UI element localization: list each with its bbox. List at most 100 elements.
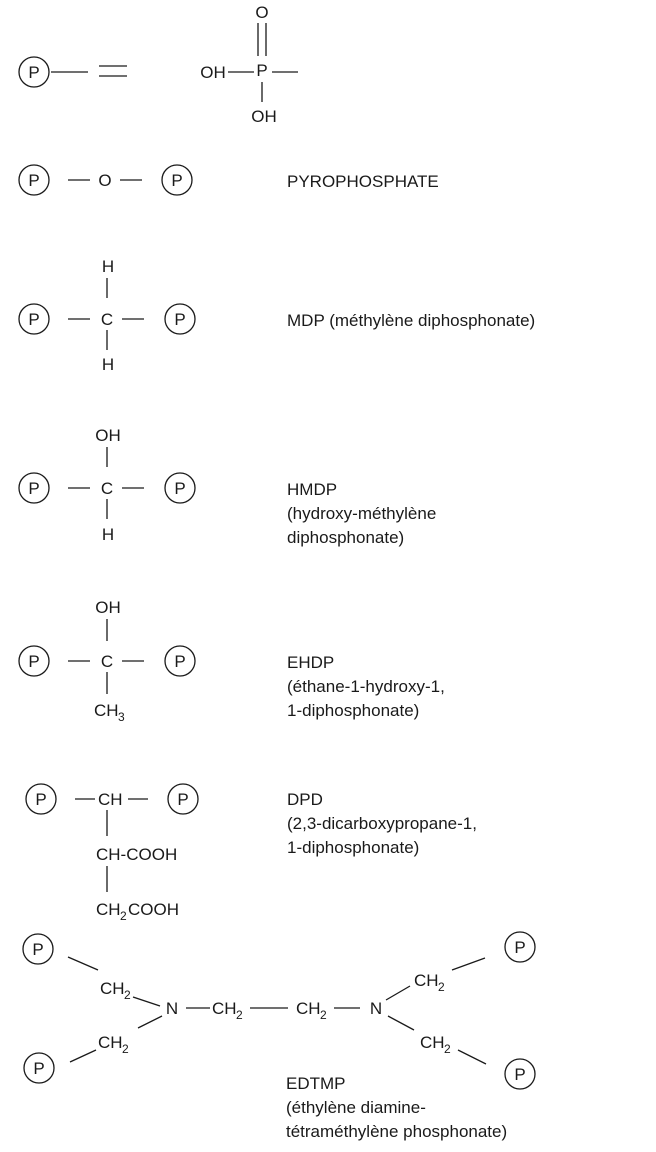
methylene-group: CH 2 [100,979,131,1002]
compound-description: (2,3-dicarboxypropane-1, [287,814,477,833]
svg-text:2: 2 [236,1008,243,1022]
methylene-group: CH 2 [98,1033,129,1056]
p-circle: P [164,472,196,504]
atom-carbon: C [101,310,113,329]
bond [137,1015,163,1029]
row-dpd: P CH P CH-COOH CH 2 COOH DPD (2,3-dicarb… [25,783,477,923]
methylene-group: CH 2 [296,999,327,1022]
p-circle: P [22,933,54,965]
atom-hydrogen: H [102,525,114,544]
p-circle: P [18,472,50,504]
p-circle: P [18,645,50,677]
p-circle: P [18,303,50,335]
svg-text:2: 2 [320,1008,327,1022]
p-circle: P [18,56,50,88]
compound-name: MDP (méthylène diphosphonate) [287,311,535,330]
compound-name: PYROPHOSPHATE [287,172,439,191]
row-mdp: H P C P H MDP (méthylène diphosphonate) [18,257,535,374]
svg-text:P: P [35,790,46,809]
svg-text:2: 2 [122,1042,129,1056]
methyl-group: CH 3 [94,701,125,724]
p-circle: P [161,164,193,196]
svg-text:CH: CH [296,999,321,1018]
bond [387,1015,415,1031]
atom-hydrogen: H [102,257,114,276]
atom-hydroxyl: OH [251,107,277,126]
bond [451,957,486,971]
svg-text:P: P [177,790,188,809]
carboxy-group: CH-COOH [96,845,177,864]
svg-text:P: P [28,63,39,82]
compound-name: HMDP [287,480,337,499]
svg-text:CH: CH [98,1033,123,1052]
compound-description: (hydroxy-méthylène [287,504,436,523]
svg-text:P: P [174,479,185,498]
svg-text:P: P [33,1059,44,1078]
row-edtmp: P CH 2 N CH 2 CH 2 N CH 2 P [22,931,536,1141]
compound-name: EDTMP [286,1074,346,1093]
p-circle: P [167,783,199,815]
svg-text:COOH: COOH [128,900,179,919]
p-circle: P [25,783,57,815]
svg-text:P: P [28,310,39,329]
svg-text:3: 3 [118,710,125,724]
atom-oxygen: O [255,3,268,22]
row-ehdp: OH P C P CH 3 EHDP (éthane-1-hydroxy-1, … [18,598,445,724]
atom-nitrogen: N [166,999,178,1018]
atom-carbon: C [101,479,113,498]
svg-text:P: P [32,940,43,959]
svg-text:P: P [174,652,185,671]
compound-description: 1-diphosphonate) [287,838,419,857]
atom-hydrogen: H [102,355,114,374]
svg-text:P: P [28,652,39,671]
svg-text:P: P [28,171,39,190]
svg-text:2: 2 [120,909,127,923]
svg-text:CH: CH [100,979,125,998]
row-hmdp: OH P C P H HMDP (hydroxy-méthylène dipho… [18,426,436,547]
bond [67,956,99,971]
bond [385,985,411,1001]
p-circle: P [504,1058,536,1090]
compound-description: (éthylène diamine- [286,1098,426,1117]
svg-text:2: 2 [438,980,445,994]
atom-nitrogen: N [370,999,382,1018]
compound-description: tétraméthylène phosphonate) [286,1122,507,1141]
svg-text:P: P [514,938,525,957]
svg-text:CH: CH [414,971,439,990]
p-circle: P [23,1052,55,1084]
svg-text:CH: CH [94,701,119,720]
compound-description: 1-diphosphonate) [287,701,419,720]
svg-text:P: P [174,310,185,329]
compound-description: (éthane-1-hydroxy-1, [287,677,445,696]
methylene-group: CH 2 [212,999,243,1022]
atom-phosphorus: P [256,61,267,80]
p-circle: P [164,645,196,677]
p-circle: P [504,931,536,963]
svg-text:2: 2 [124,988,131,1002]
svg-text:P: P [514,1065,525,1084]
carboxymethyl-group: CH 2 COOH [96,900,179,923]
row-legend: P O P OH OH [18,3,298,126]
bond [132,996,161,1007]
p-circle: P [18,164,50,196]
svg-text:CH: CH [420,1033,445,1052]
atom-hydroxyl: OH [200,63,226,82]
svg-text:P: P [171,171,182,190]
svg-text:CH: CH [96,900,121,919]
atom-hydroxyl: OH [95,426,121,445]
bond [69,1049,97,1063]
atom-methine: CH [98,790,123,809]
bond [457,1049,487,1065]
compound-name: EHDP [287,653,334,672]
methylene-group: CH 2 [414,971,445,994]
atom-oxygen: O [98,171,111,190]
svg-text:2: 2 [444,1042,451,1056]
atom-carbon: C [101,652,113,671]
svg-text:CH: CH [212,999,237,1018]
svg-text:P: P [28,479,39,498]
compound-description: diphosphonate) [287,528,404,547]
compound-name: DPD [287,790,323,809]
p-circle: P [164,303,196,335]
